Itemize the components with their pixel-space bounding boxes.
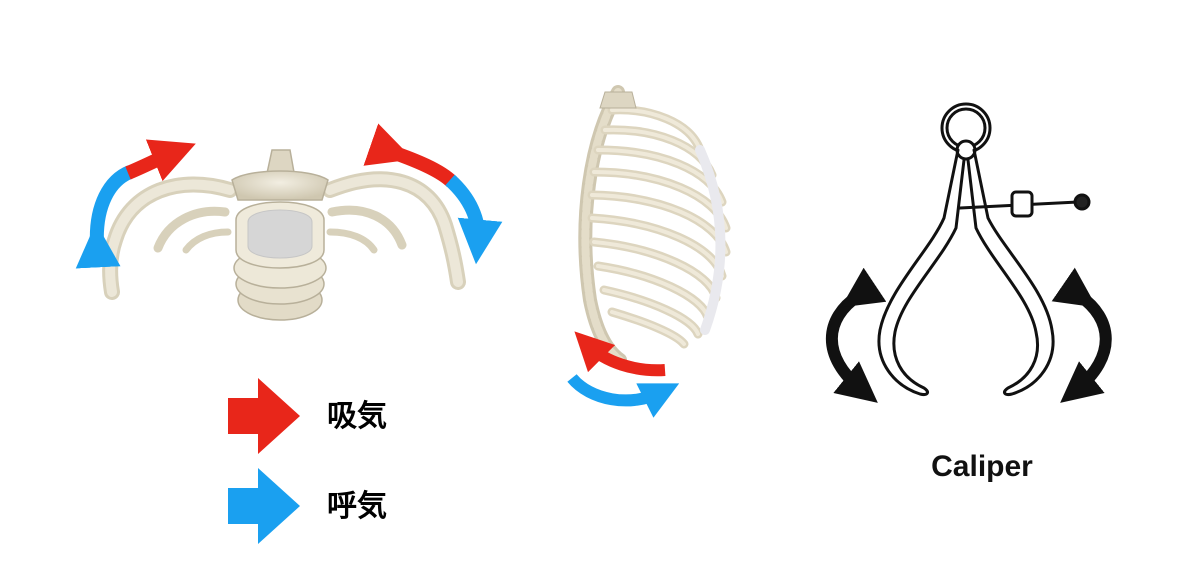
- legend-exhale-label: 呼気: [327, 489, 387, 524]
- legend-icons: [228, 378, 300, 544]
- inhale-arrow-icon: [228, 378, 300, 454]
- caliper-illustration: [877, 102, 1091, 396]
- ribcage-motion-arrows: [567, 331, 680, 418]
- caliper-motion-arrows: [825, 267, 1112, 403]
- vertebra-motion-arrows: [75, 123, 503, 269]
- caliper-caption: Caliper: [931, 450, 1033, 483]
- exhale-arrow-icon: [228, 468, 300, 544]
- vertebra-rib-illustration: [102, 149, 466, 321]
- ribcage-side-illustration: [578, 85, 731, 367]
- legend-inhale-label: 吸気: [327, 399, 387, 434]
